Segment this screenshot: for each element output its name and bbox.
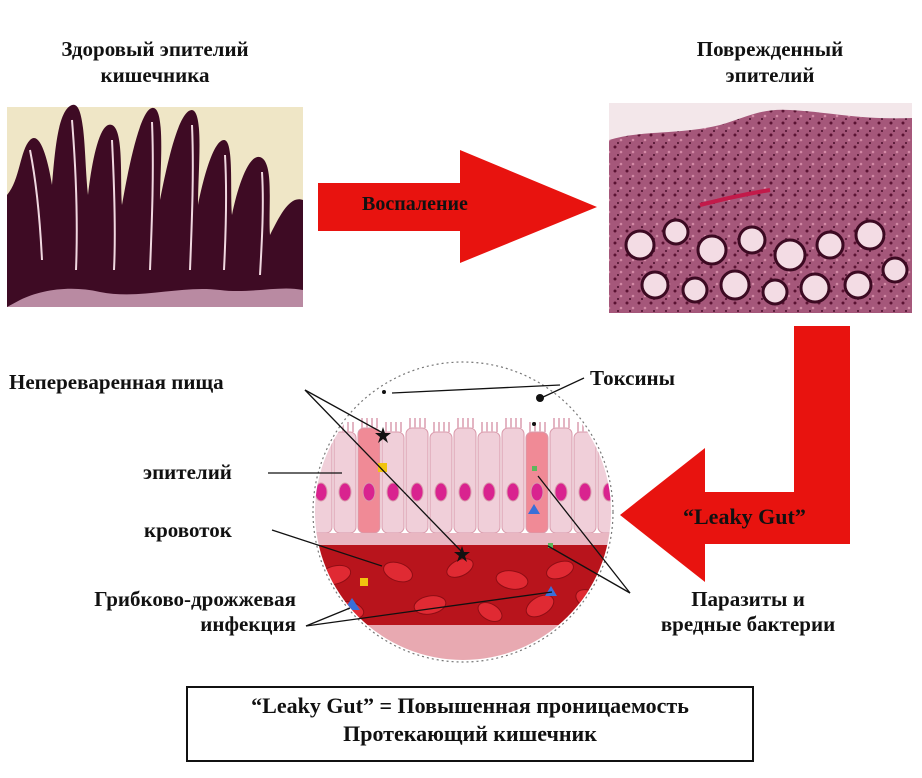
cell-nucleus: [506, 482, 520, 502]
bloodstream-label: кровоток: [144, 518, 232, 542]
magnified-gut-view: [312, 361, 614, 663]
cell-nucleus: [458, 482, 472, 502]
epithelium-label: эпителий: [143, 460, 232, 484]
inflammation-arrow: [318, 150, 597, 263]
cell-nucleus: [554, 482, 568, 502]
undigested-food-label: Непереваренная пища: [9, 370, 224, 394]
cell-nucleus: [530, 482, 544, 502]
damaged-epithelium-image: [609, 103, 912, 313]
leaky-gut-label: “Leaky Gut”: [683, 504, 806, 529]
inflammation-label: Воспаление: [362, 193, 468, 215]
pointer-lines: [268, 377, 631, 627]
parasites-label: Паразиты и вредные бактерии: [633, 587, 863, 637]
parasites-line-2: вредные бактерии: [660, 612, 836, 637]
epithelial-cell: [549, 427, 573, 534]
cell-nucleus: [434, 482, 448, 502]
cell-nucleus: [338, 482, 352, 502]
epithelial-cell: [453, 427, 477, 534]
definition-box: “Leaky Gut” = Повышенная проницаемость П…: [186, 686, 754, 762]
epithelial-cell: [405, 427, 429, 534]
definition-line-1: “Leaky Gut” = Повышенная проницаемость: [251, 693, 689, 718]
cell-nucleus: [386, 482, 400, 502]
fungal-line-2: инфекция: [200, 612, 296, 637]
healthy-epithelium-title: Здоровый эпителий кишечника: [20, 36, 290, 89]
fungal-line-1: Грибково-дрожжевая: [94, 587, 296, 611]
healthy-epithelium-image: [7, 104, 303, 307]
toxins-label: Токсины: [590, 366, 676, 390]
cell-nucleus: [482, 482, 496, 502]
parasites-line-1: Паразиты и: [691, 587, 805, 611]
cell-nucleus: [362, 482, 376, 502]
epithelial-cell: [357, 427, 381, 534]
fungal-infection-label: Грибково-дрожжевая инфекция: [20, 587, 296, 637]
cell-nucleus: [315, 482, 328, 502]
damaged-title-text: Поврежденный эпителий: [696, 37, 844, 88]
healthy-title-text: Здоровый эпителий кишечника: [61, 37, 249, 88]
cell-nucleus: [578, 482, 592, 502]
cell-nucleus: [410, 482, 424, 502]
leaky-gut-arrow: [620, 326, 850, 582]
definition-line-2: Протекающий кишечник: [343, 720, 597, 746]
damaged-epithelium-title: Поврежденный эпителий: [645, 36, 895, 89]
epithelial-cell: [501, 427, 525, 534]
